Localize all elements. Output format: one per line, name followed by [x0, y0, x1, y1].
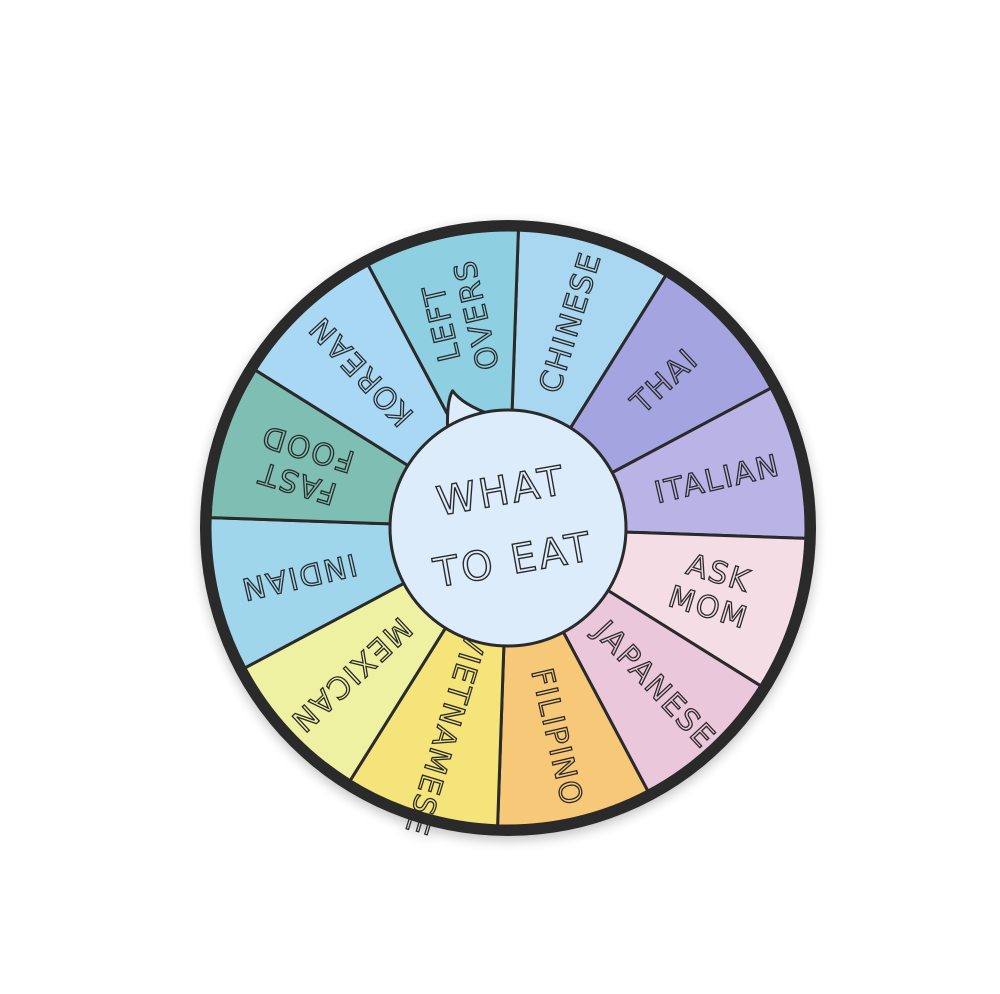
spinner-hub[interactable] — [388, 408, 628, 648]
